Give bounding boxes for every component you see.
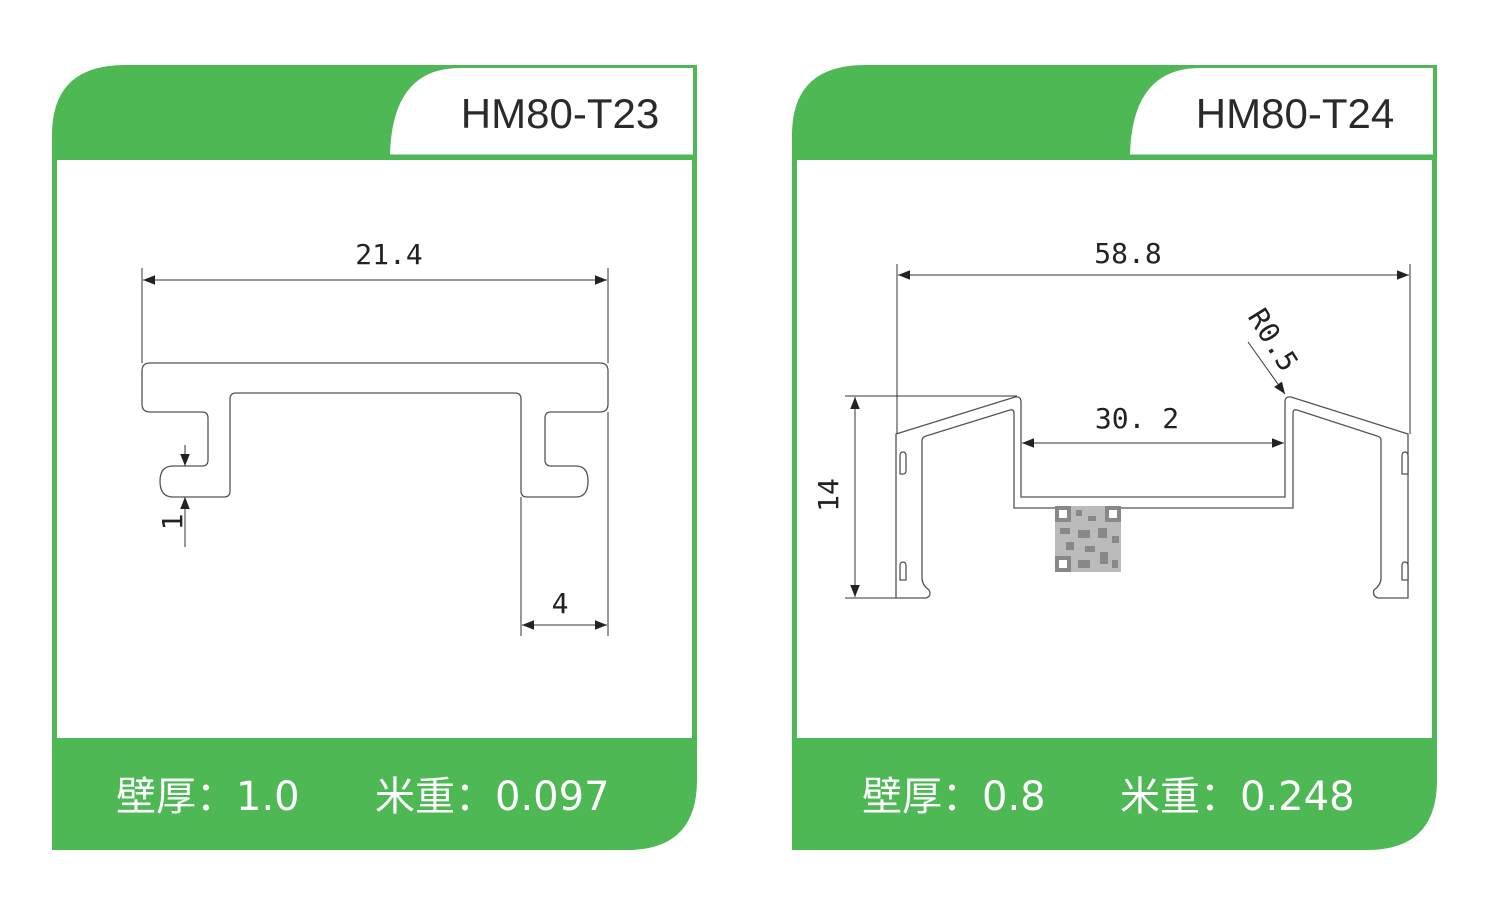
profile-outline bbox=[895, 396, 1409, 599]
dimension-overall-width: 58.8 bbox=[1094, 237, 1161, 270]
wall-thickness: 壁厚：1.0 bbox=[116, 774, 300, 820]
dimension-overall-width: 21.4 bbox=[355, 238, 422, 271]
dimension-leg-width: 4 bbox=[552, 587, 569, 620]
model-tab bbox=[1130, 68, 1433, 155]
dimension-inner-width: 30. 2 bbox=[1095, 402, 1179, 435]
model-tab bbox=[390, 68, 693, 155]
wall-thickness: 壁厚：0.8 bbox=[862, 774, 1046, 820]
dimension-thickness: 1 bbox=[156, 514, 189, 531]
profile-slot bbox=[899, 451, 1409, 581]
profile-card-hm80-t23: HM80-T23 21.4 1 4 壁厚：1.0 米重：0.097 bbox=[52, 65, 697, 850]
profile-card-hm80-t24: HM80-T24 58.8 30. 2 14 bbox=[792, 65, 1437, 850]
qr-code bbox=[1055, 506, 1121, 572]
dimension-height: 14 bbox=[812, 478, 845, 512]
model-title: HM80-T24 bbox=[1196, 90, 1394, 137]
profile-outline bbox=[141, 362, 609, 498]
card-footer-band bbox=[792, 738, 1437, 850]
dimension-radius: R0.5 bbox=[1241, 303, 1305, 378]
weight-per-meter: 米重：0.248 bbox=[1120, 774, 1355, 820]
model-title: HM80-T23 bbox=[461, 90, 659, 137]
card-footer-band bbox=[52, 738, 697, 850]
weight-per-meter: 米重：0.097 bbox=[375, 774, 610, 820]
